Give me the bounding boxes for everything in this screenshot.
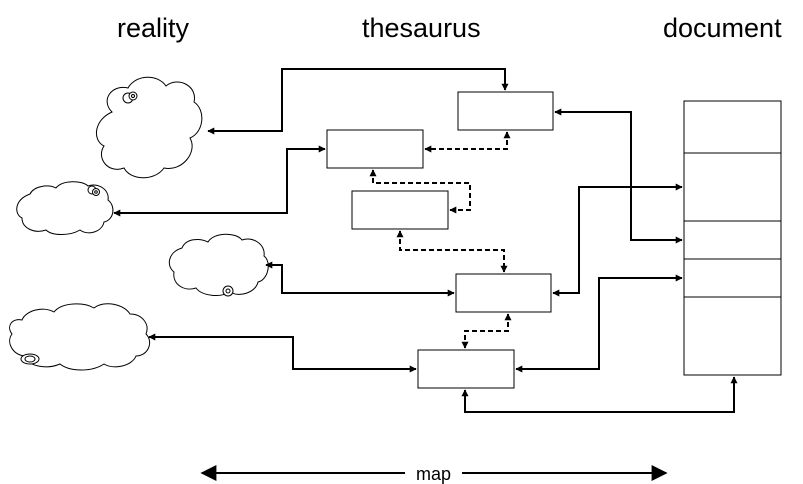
thesaurus-box-c: [351, 190, 449, 230]
reality-header: reality: [117, 13, 190, 43]
dashed-link-a-b: [424, 131, 511, 153]
link-cloud1-box-a: [207, 68, 509, 135]
thesaurus-box-a: [457, 91, 554, 131]
dashed-link-b-c: [369, 169, 471, 214]
thesaurus-box-e: [417, 349, 515, 389]
dashed-link-c-d: [396, 230, 508, 273]
link-cloud2-box-b: [113, 145, 326, 217]
link-box-e-document: [515, 274, 683, 373]
document-header: document: [663, 13, 782, 43]
thesaurus-box-b: [326, 129, 424, 169]
dashed-link-d-e: [461, 313, 512, 349]
map-label: map: [416, 464, 451, 484]
reality-cloud-3: [168, 233, 269, 297]
thesaurus-header: thesaurus: [362, 13, 481, 43]
link-box-e-document-bottom: [461, 376, 738, 413]
link-cloud3-box-d: [265, 261, 455, 297]
thesaurus-box-d: [455, 273, 552, 313]
reality-cloud-4: [9, 303, 151, 371]
link-cloud4-box-e: [148, 333, 417, 373]
reality-cloud-2: [16, 181, 114, 235]
link-box-a-document: [554, 108, 683, 244]
reality-cloud-1: [96, 76, 203, 179]
document-stack: [683, 100, 782, 376]
